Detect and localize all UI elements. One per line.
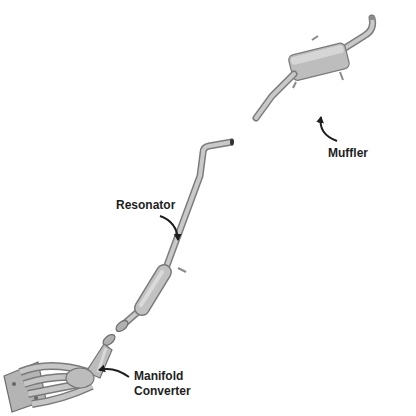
hanger — [293, 36, 343, 88]
leader-arrow — [160, 216, 178, 240]
muffler-inlet-pipe — [256, 74, 294, 118]
part-label: Muffler — [328, 146, 408, 161]
part-label: Resonator — [116, 198, 196, 213]
intermediate-pipe — [124, 139, 234, 325]
exhaust-manifold — [4, 362, 94, 412]
part-label: Manifold Converter — [134, 369, 206, 399]
leader-arrow — [99, 369, 129, 377]
flange — [114, 318, 130, 333]
leader-arrow — [321, 117, 337, 141]
resonator-body — [141, 268, 186, 308]
tail-pipe — [345, 16, 375, 48]
